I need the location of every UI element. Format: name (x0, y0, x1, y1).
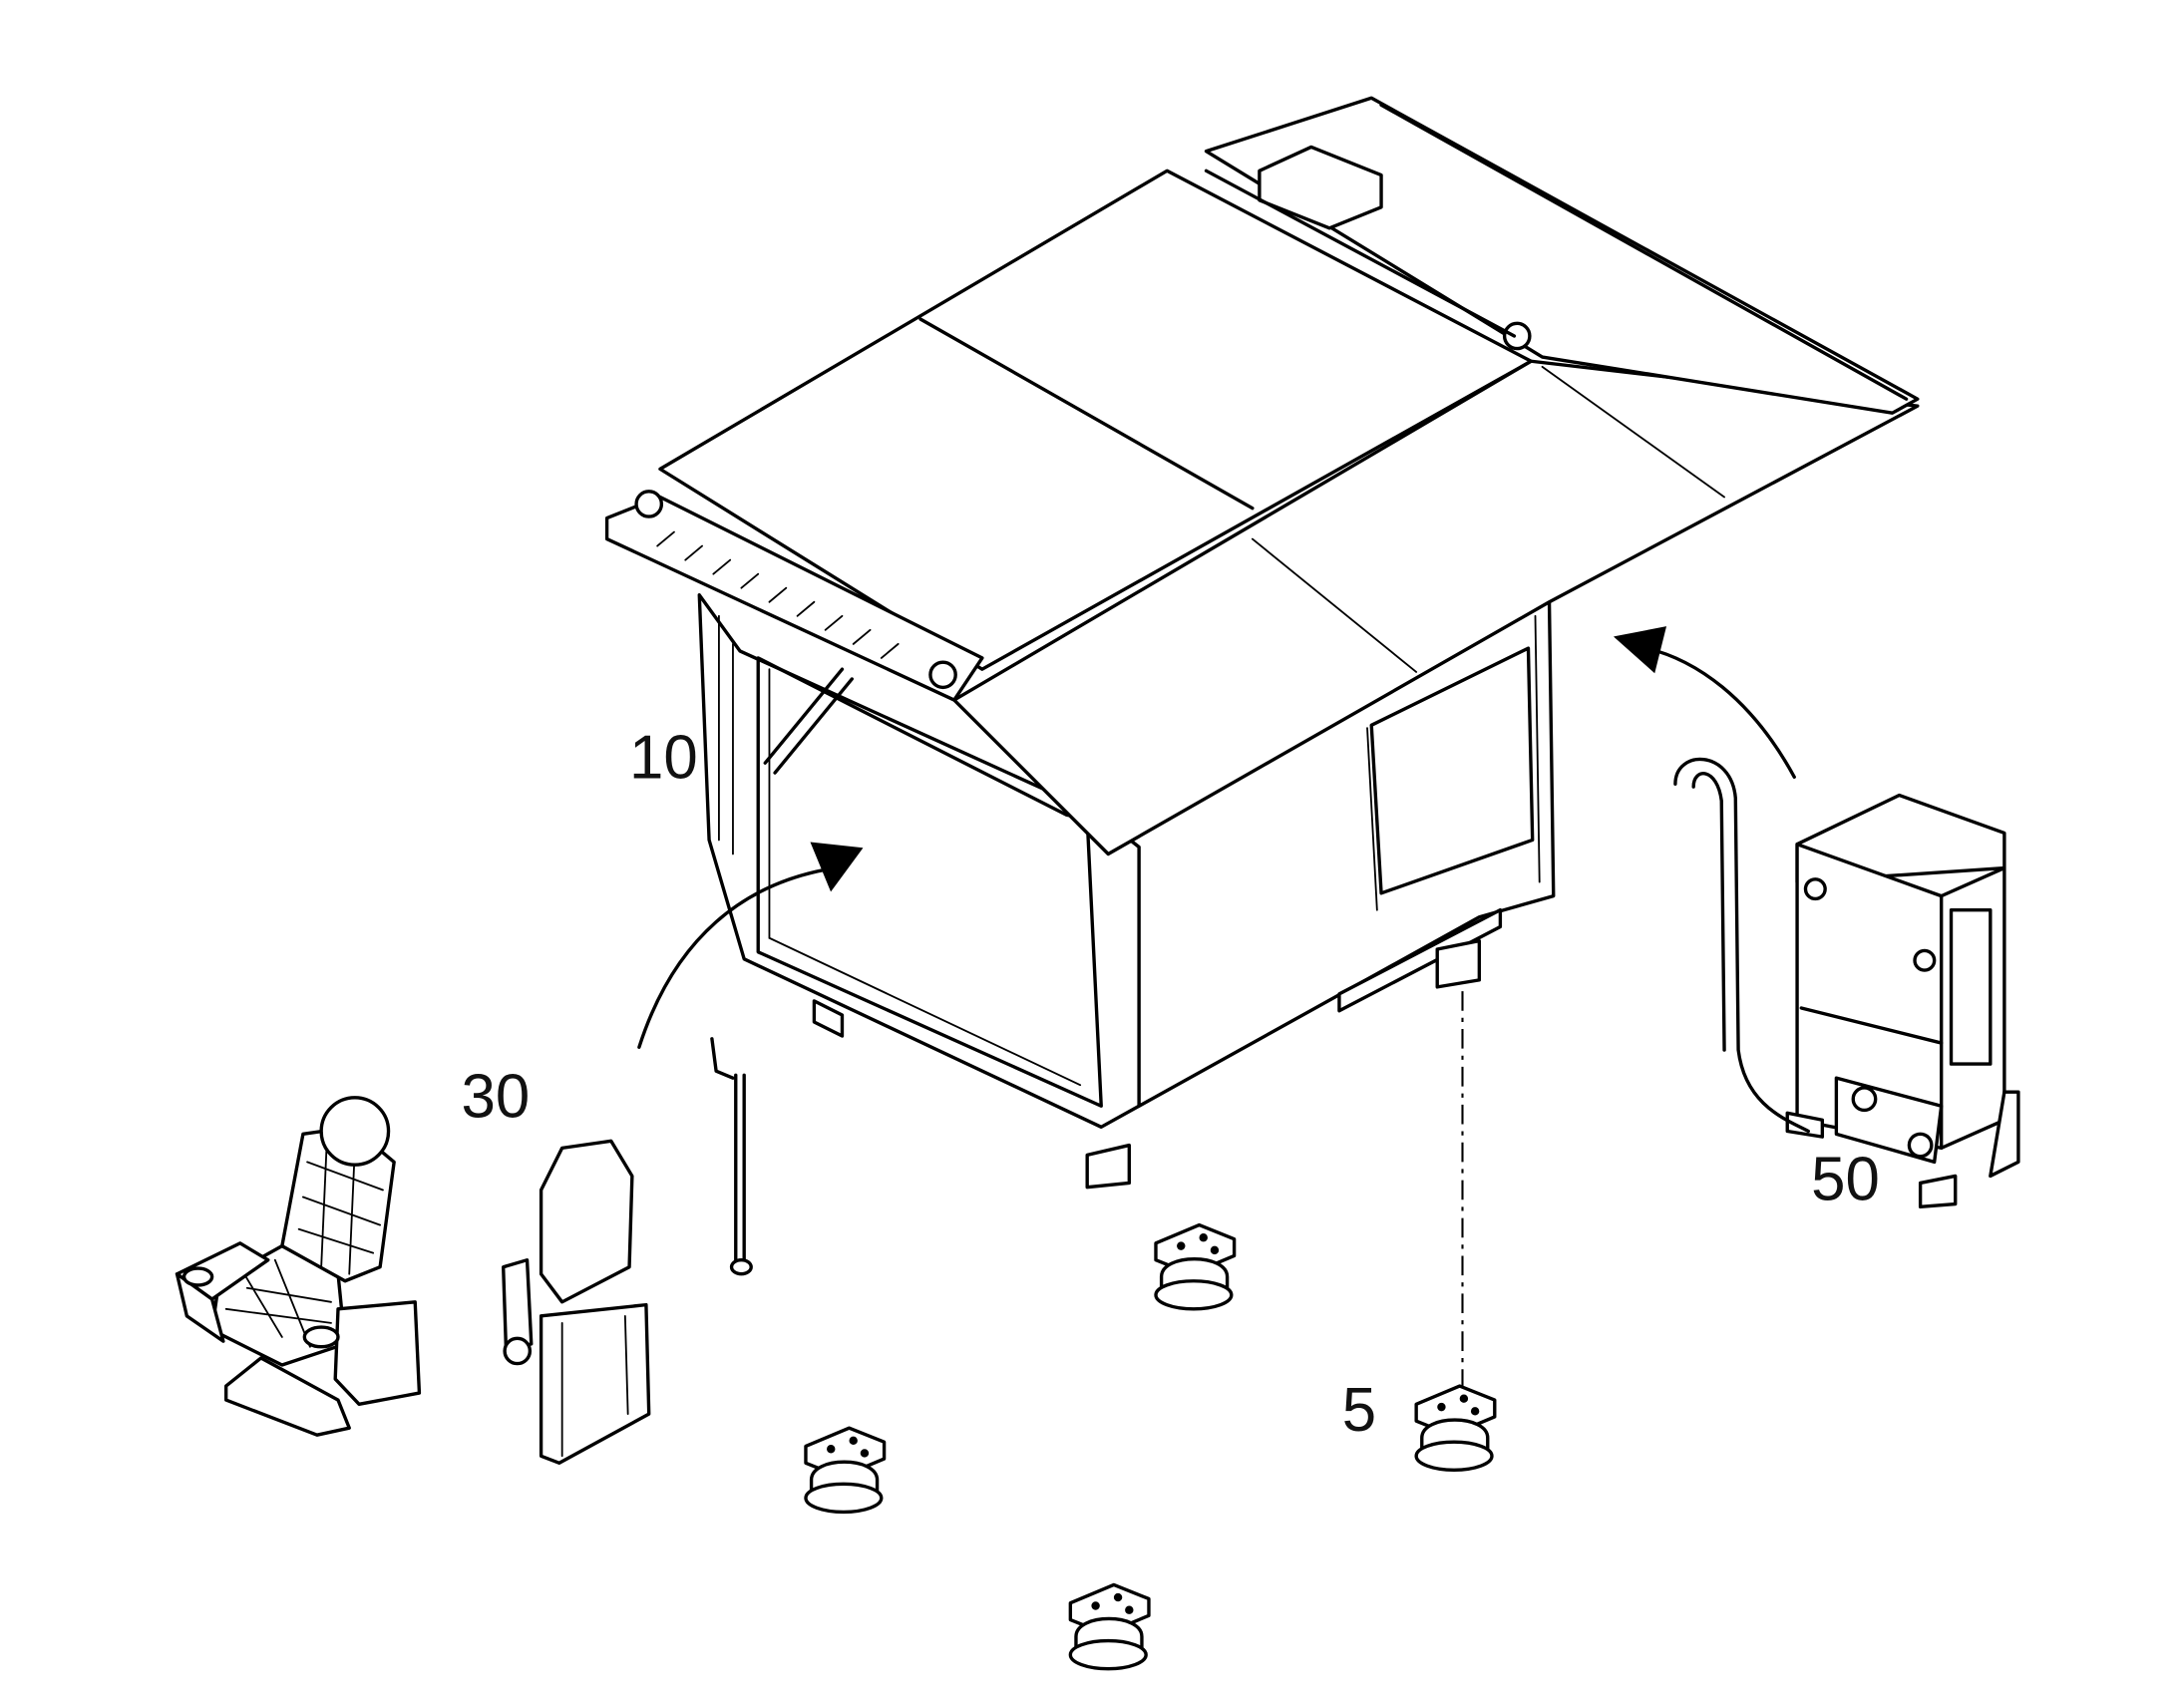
lifting-eye-front-right (1502, 321, 1532, 351)
jump-seat-bracket (501, 1258, 534, 1353)
arrow-head-seat (810, 842, 864, 892)
lifting-eye-front-left (928, 660, 957, 690)
callout-mounts: 5 (1342, 1376, 1376, 1445)
ladder-rungs (656, 530, 900, 659)
callout-cabinet: 50 (1811, 1145, 1880, 1213)
callout-cab: 10 (629, 724, 698, 793)
cab-door-panel (1369, 646, 1535, 895)
cab-side-window-frame (756, 656, 1103, 1108)
isolation-mount-4 (1068, 1582, 1151, 1671)
isolation-mount-1 (1154, 1222, 1237, 1311)
seat-left-console (175, 1272, 225, 1343)
grab-handle-rod (710, 1037, 753, 1276)
cab-lower-rail (1337, 907, 1503, 1013)
cab-foot-left (1085, 1143, 1131, 1190)
passenger-jump-seat (501, 1139, 651, 1465)
cab-foot-right (1435, 938, 1482, 989)
roof-seam (918, 317, 1255, 511)
arrow-head-cabinet (1614, 626, 1667, 674)
jump-seat-back-cushion (539, 1139, 634, 1304)
isolation-mount-2 (804, 1426, 887, 1515)
isolation-mount-3 (1414, 1384, 1497, 1472)
seat-cupholder (302, 1325, 340, 1349)
cabinet-knob (1803, 877, 1827, 901)
seat-base (223, 1356, 351, 1437)
jump-seat-frame (539, 1302, 651, 1465)
seat-headrest (319, 1096, 391, 1167)
assembly-arrows (637, 626, 1796, 1049)
electrical-cabinet (1673, 758, 2020, 1209)
callout-seats: 30 (462, 1062, 531, 1131)
cabinet-cable-hose (1673, 758, 1810, 1134)
cab-foot-rear (812, 999, 845, 1038)
lifting-eye-rear (634, 490, 664, 518)
cab-roof-front-panel (952, 359, 1920, 856)
seat-right-console (333, 1300, 422, 1406)
arrow-seat-into-cab (637, 865, 838, 1049)
cabinet-lock (1913, 948, 1937, 972)
operator-seat (175, 1096, 422, 1437)
cab-enclosure (604, 96, 1920, 1190)
seat-backrest (280, 1125, 396, 1283)
arrow-cabinet-into-cab (1638, 645, 1796, 779)
